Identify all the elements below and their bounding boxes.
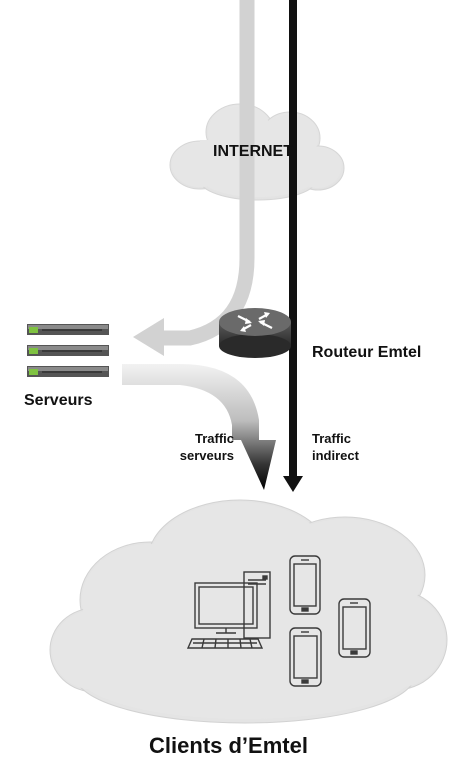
traffic-servers-label: Traffic serveurs bbox=[166, 430, 234, 464]
router-icon bbox=[219, 308, 291, 358]
internet-label: INTERNET bbox=[213, 143, 293, 160]
server-traffic-arrow bbox=[122, 364, 276, 490]
traffic-indirect-label: Traffic indirect bbox=[312, 430, 359, 464]
server-rack-icon bbox=[27, 324, 109, 377]
smartphone-icon bbox=[289, 555, 321, 615]
traffic-indirect-line2: indirect bbox=[312, 448, 359, 463]
clients-label: Clients d’Emtel bbox=[149, 733, 308, 758]
servers-arrow-head bbox=[133, 318, 164, 356]
smartphone-icon bbox=[289, 627, 322, 687]
traffic-indirect-line1: Traffic bbox=[312, 431, 352, 446]
traffic-servers-line1: Traffic bbox=[194, 431, 234, 446]
desktop-computer-icon bbox=[186, 571, 271, 649]
router-label: Routeur Emtel bbox=[312, 344, 422, 361]
indirect-traffic-arrow-head bbox=[283, 476, 303, 492]
smartphone-icon bbox=[338, 598, 371, 658]
traffic-servers-line2: serveurs bbox=[179, 448, 234, 463]
servers-label: Serveurs bbox=[24, 392, 93, 409]
